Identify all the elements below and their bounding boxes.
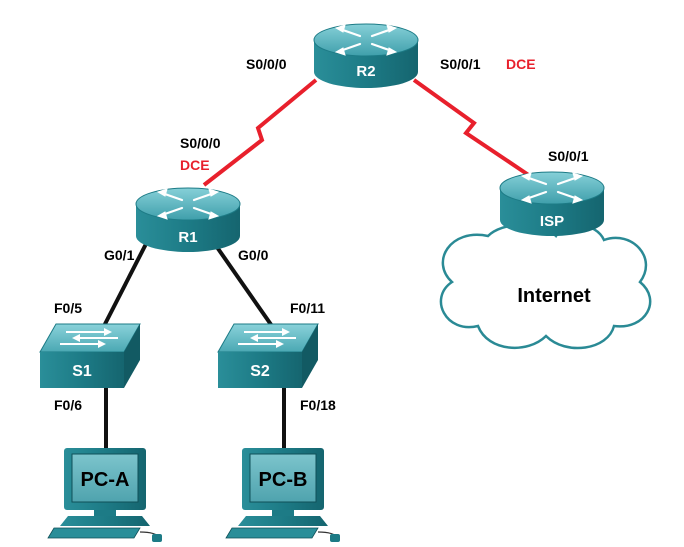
device-name: S2 (250, 363, 270, 380)
pc-icon (47, 447, 163, 543)
switch-s1[interactable]: S1 (39, 323, 141, 389)
interface-label-r1-g00: G0/0 (238, 247, 269, 263)
pc-a[interactable]: PC-A (47, 447, 163, 543)
device-name: PC-B (259, 469, 308, 491)
ethernet-link-r1-s1 (102, 239, 150, 327)
device-name: S1 (72, 363, 92, 380)
ethernet-link-r1-s2 (210, 238, 274, 328)
dce-label-r2: DCE (506, 56, 536, 72)
interface-label-isp-s001: S0/0/1 (548, 148, 589, 164)
device-name: ISP (540, 213, 564, 230)
interface-label-r2-s001: S0/0/1 (440, 56, 481, 72)
device-name: R1 (178, 229, 197, 246)
router-r1[interactable]: R1 (134, 186, 242, 254)
interface-label-s1-f05: F0/5 (54, 300, 82, 316)
dce-label-r1: DCE (180, 157, 210, 173)
serial-link-r2-isp (412, 78, 532, 178)
router-r2[interactable]: R2 (312, 22, 420, 90)
cloud-label: Internet (517, 285, 591, 307)
interface-label-s2-f011: F0/11 (290, 300, 325, 316)
router-isp[interactable]: ISP (498, 170, 606, 238)
device-name: R2 (356, 63, 375, 80)
interface-label-r1-s000: S0/0/0 (180, 135, 221, 151)
pc-icon (225, 447, 341, 543)
interface-label-r1-g01: G0/1 (104, 247, 135, 263)
switch-s2[interactable]: S2 (217, 323, 319, 389)
internet-cloud-icon: Internet (439, 223, 652, 350)
device-name: PC-A (81, 469, 130, 491)
pc-b[interactable]: PC-B (225, 447, 341, 543)
interface-label-s1-f06: F0/6 (54, 397, 82, 413)
interface-label-r2-s000: S0/0/0 (246, 56, 287, 72)
serial-link-r1-r2 (202, 78, 318, 187)
interface-label-s2-f018: F0/18 (300, 397, 336, 413)
